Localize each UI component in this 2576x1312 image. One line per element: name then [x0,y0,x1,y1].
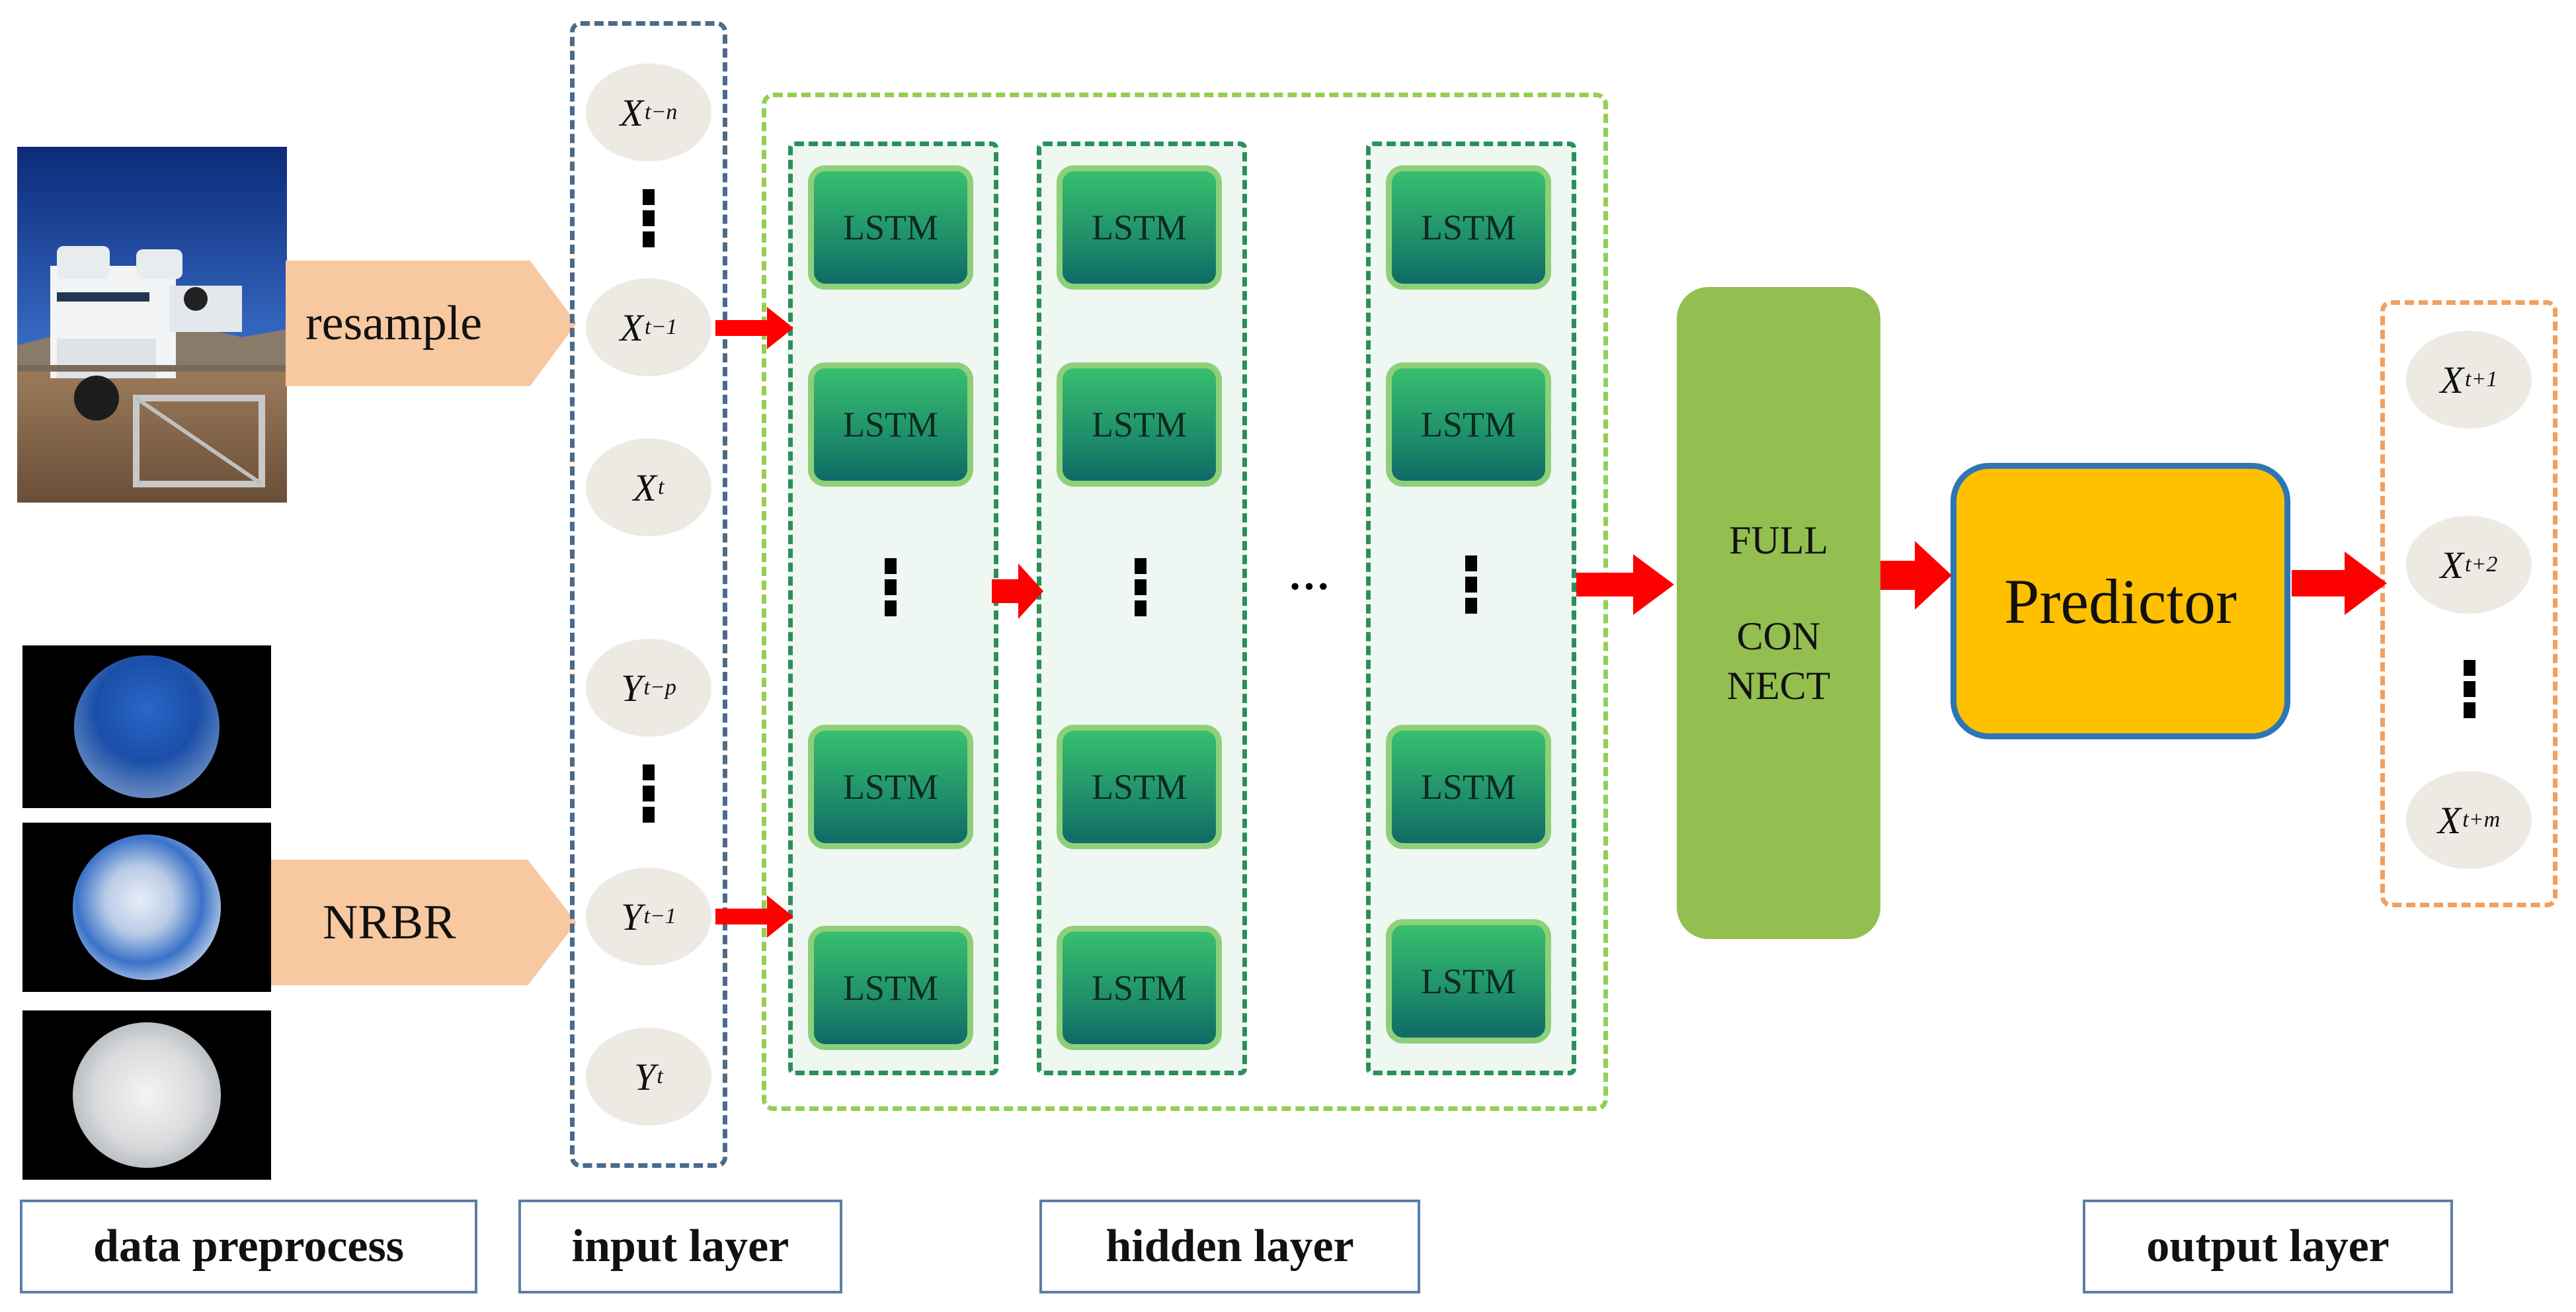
hidden-layer-frame [762,93,1608,1111]
full-connect-block: FULL CON NECT [1677,287,1880,939]
lstm-column-1-ellipsis [885,558,897,622]
lstm-cell-label: LSTM [1420,405,1517,444]
lstm-cell-c2-r3: LSTM [1057,725,1222,849]
input-node-x-t-n-base: X [620,91,644,134]
input-layer-frame [570,21,727,1168]
nrbr-label: NRBR [323,895,456,950]
sky-image-cloudy [22,823,271,992]
lstm-cell-label: LSTM [1420,962,1517,1001]
weather-station-illustration [17,147,287,503]
label-data-preprocess: data preprocess [20,1200,477,1293]
arrow-predictor-to-output [2292,552,2387,615]
input-node-x-t-1-sub: t−1 [645,315,678,339]
full-connect-line-3: NECT [1726,663,1831,708]
lstm-cell-cn-r3: LSTM [1386,725,1551,849]
resample-label: resample [305,296,483,350]
output-layer-frame [2380,300,2557,907]
lstm-cell-label: LSTM [842,968,939,1008]
lstm-cell-label: LSTM [842,405,939,444]
arrow-y-to-hidden [715,895,793,938]
arrow-x-to-hidden [715,307,793,349]
output-node-x-t+m-sub: t+m [2462,807,2501,832]
input-node-y-t-sub: t [657,1064,663,1088]
arrow-hidden-to-full-connect [1576,554,1674,615]
arrow-full-connect-to-predictor [1880,541,1952,610]
input-node-x-t-1-base: X [620,306,644,349]
input-x-vertical-ellipsis [643,189,655,253]
lstm-cell-c2-r2: LSTM [1057,362,1222,487]
input-node-y-t-p-base: Y [621,666,643,710]
nrbr-arrow: NRBR [271,860,577,985]
lstm-cell-c2-r1: LSTM [1057,165,1222,290]
lstm-column-2-ellipsis [1135,558,1147,622]
sky-image-overcast [22,1010,271,1180]
lstm-cell-c2-r4: LSTM [1057,926,1222,1050]
lstm-cell-label: LSTM [1091,208,1187,247]
output-vertical-ellipsis [2464,660,2475,723]
lstm-cell-label: LSTM [1091,405,1187,444]
label-input-layer: input layer [518,1200,842,1293]
lstm-cell-label: LSTM [1091,968,1187,1008]
lstm-cell-label: LSTM [1091,767,1187,807]
full-connect-line-1: FULL [1729,518,1828,562]
hidden-ellipsis-text: ··· [1287,563,1331,610]
predictor-block: Predictor [1951,463,2290,739]
input-node-y-t-1-sub: t−1 [643,904,676,928]
input-node-x-t-n-sub: t−n [645,100,678,124]
lstm-cell-label: LSTM [842,208,939,247]
label-input-layer-text: input layer [571,1221,789,1272]
sky-disc-cloudy [73,835,221,980]
resample-arrow: resample [286,261,577,386]
lstm-cell-cn-r4: LSTM [1386,919,1551,1044]
lstm-cell-c1-r2: LSTM [808,362,973,487]
lstm-cell-cn-r2: LSTM [1386,362,1551,487]
arrow-column-to-column [992,563,1043,619]
output-node-x-t+2-base: X [2440,543,2464,587]
input-node-y-t-1-base: Y [621,895,643,938]
lstm-cell-c1-r3: LSTM [808,725,973,849]
lstm-cell-label: LSTM [842,767,939,807]
lstm-cell-c1-r4: LSTM [808,926,973,1050]
input-node-x-t-base: X [633,466,657,509]
input-node-y-t-base: Y [634,1055,656,1098]
lstm-cell-label: LSTM [1420,208,1517,247]
full-connect-line-2: CON [1736,614,1821,658]
lstm-column-n-ellipsis [1465,555,1477,619]
sky-disc-clear [74,655,220,798]
output-node-x-t+m-base: X [2437,798,2462,842]
weather-station-photo [17,147,287,503]
sky-image-clear [22,645,271,808]
label-output-layer-text: output layer [2146,1221,2390,1272]
sky-disc-overcast [73,1022,221,1168]
predictor-label: Predictor [2004,565,2237,637]
lstm-cell-cn-r1: LSTM [1386,165,1551,290]
lstm-cell-c1-r1: LSTM [808,165,973,290]
hidden-horizontal-ellipsis: ··· [1276,562,1342,610]
output-node-x-t+1-sub: t+1 [2465,367,2498,391]
label-hidden-layer: hidden layer [1039,1200,1420,1293]
output-node-x-t+2-sub: t+2 [2465,552,2498,577]
label-hidden-layer-text: hidden layer [1106,1221,1354,1272]
input-y-vertical-ellipsis [643,764,655,828]
lstm-cell-label: LSTM [1420,767,1517,807]
lstm-column-1 [788,142,998,1075]
label-output-layer: output layer [2083,1200,2453,1293]
label-data-preprocess-text: data preprocess [93,1221,404,1272]
input-node-x-t-sub: t [657,475,664,499]
output-node-x-t+1-base: X [2440,358,2464,401]
input-node-y-t-p-sub: t−p [643,675,676,700]
